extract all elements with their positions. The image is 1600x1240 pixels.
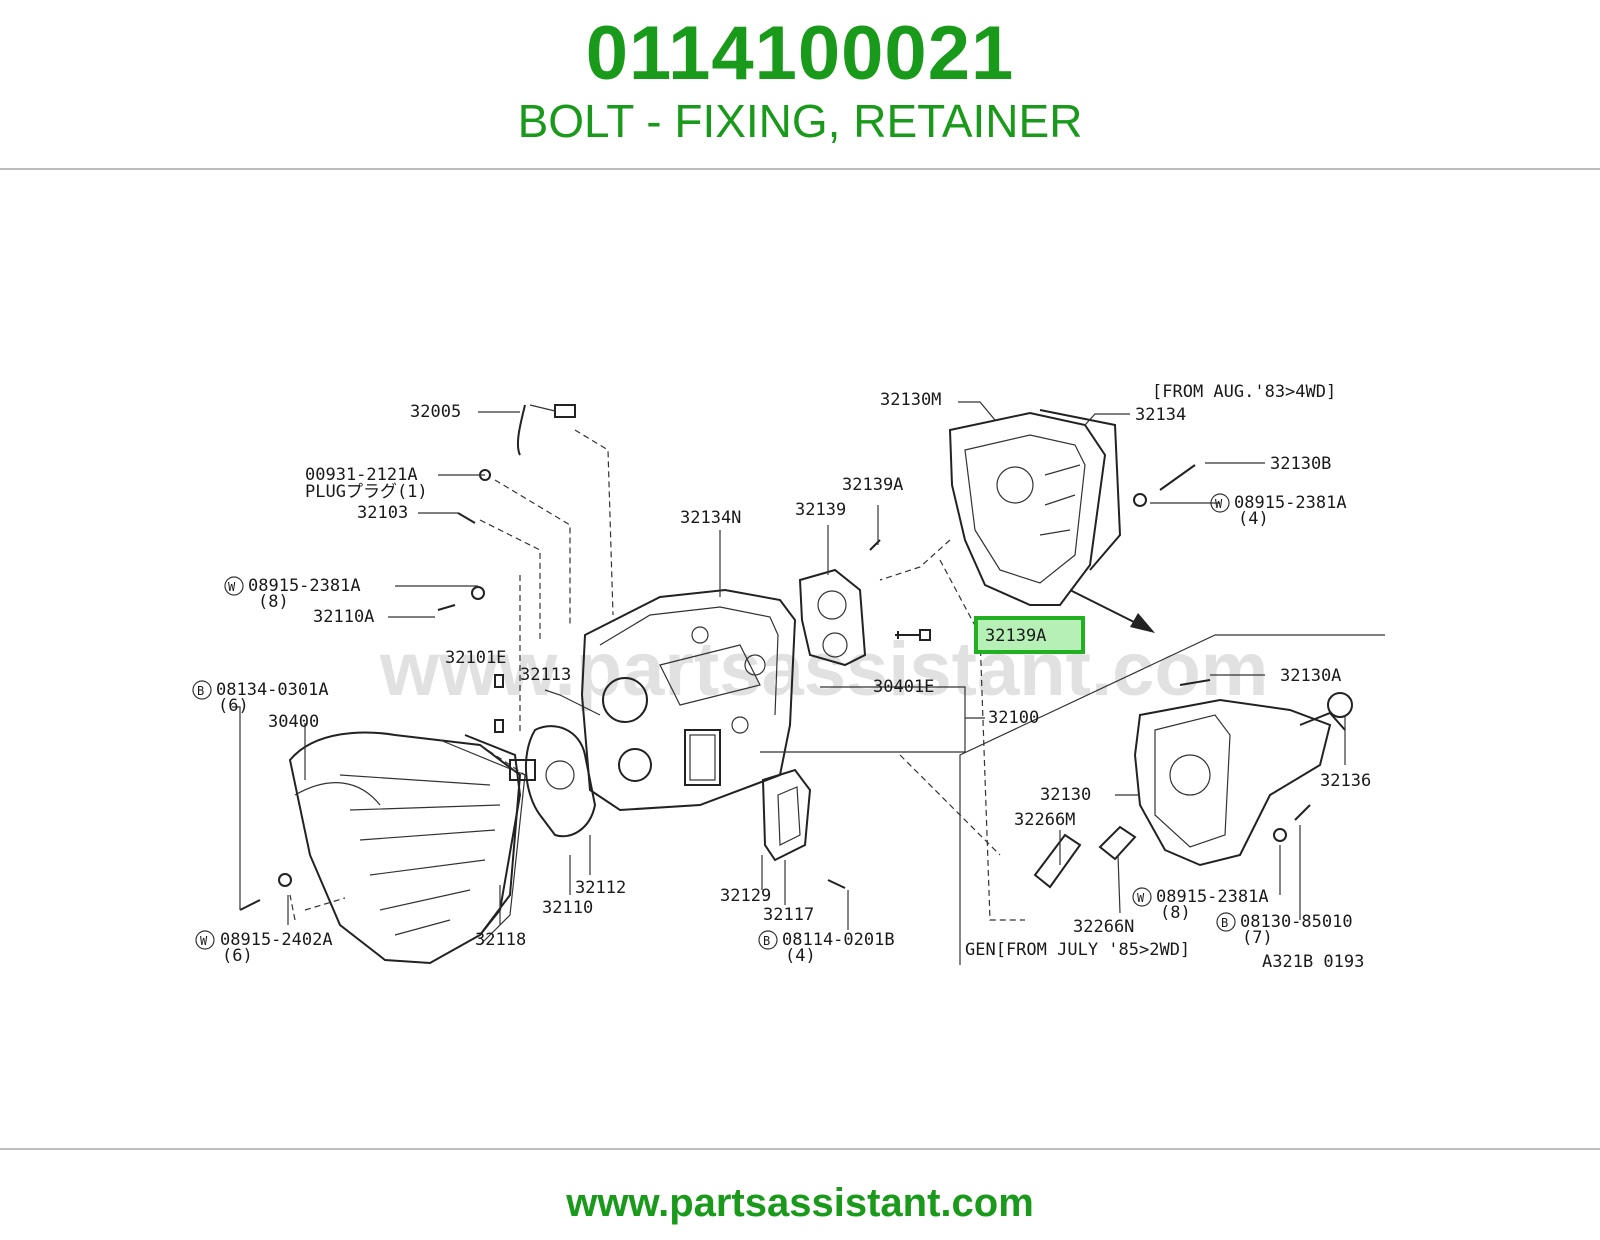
- part-number-title: 0114100021: [585, 11, 1015, 96]
- exploded-view-svg: www.partsassistant.com: [180, 335, 1420, 1010]
- page-header: 0114100021 BOLT - FIXING, RETAINER: [0, 0, 1600, 170]
- label-32266n: 32266N: [1073, 917, 1134, 937]
- label-32130a: 32130A: [1280, 666, 1341, 686]
- ref-code: A321B 0193: [1262, 952, 1364, 972]
- label-08114-0201b: 08114-0201B: [782, 930, 895, 950]
- label-08915-2381a-4: 08915-2381A: [1234, 493, 1347, 513]
- label-32117: 32117: [763, 905, 814, 925]
- transmission-case-part: [580, 588, 797, 812]
- label-32113: 32113: [520, 665, 571, 685]
- label-32139a-top: 32139A: [842, 475, 903, 495]
- leader-lines: [232, 401, 1346, 930]
- label-32100: 32100: [988, 708, 1039, 728]
- header-divider: [0, 168, 1600, 170]
- bolt-symbol: [192, 680, 212, 700]
- sleeve-parts: [1033, 825, 1137, 889]
- note-from-aug-83: [FROM AUG.'83>4WD]: [1152, 382, 1336, 402]
- svg-text:B: B: [1221, 916, 1228, 930]
- label-32110: 32110: [542, 898, 593, 918]
- label-qty-4: (4): [1238, 509, 1269, 529]
- svg-text:B: B: [197, 684, 204, 698]
- direction-arrow-head: [1130, 613, 1155, 633]
- svg-text:W: W: [1215, 497, 1223, 511]
- label-08130-85010: 08130-85010: [1240, 912, 1353, 932]
- label-qty-6: (6): [222, 946, 253, 966]
- label-qty-6-b: (6): [218, 696, 249, 716]
- part-labels: 32005 00931-2121A PLUGプラグ(1) 32103 W 089…: [192, 382, 1371, 972]
- bolt-32139a-part: [895, 629, 931, 641]
- label-00931-2121a: 00931-2121A: [305, 465, 418, 485]
- label-32139: 32139: [795, 500, 846, 520]
- label-32130m: 32130M: [880, 390, 941, 410]
- adapter-case-upper-part: [948, 409, 1122, 606]
- footer-divider: [0, 1148, 1600, 1150]
- direction-arrow-line: [1069, 589, 1141, 626]
- footer-website-link[interactable]: www.partsassistant.com: [566, 1181, 1034, 1225]
- label-32266m: 32266M: [1014, 810, 1075, 830]
- highlight-box: [974, 616, 1085, 654]
- adapter-case-lower-part: [1133, 692, 1353, 867]
- label-08915-2381a-8b: 08915-2381A: [1156, 887, 1269, 907]
- label-08915-2402a: 08915-2402A: [220, 930, 333, 950]
- label-30401e: 30401E: [873, 677, 934, 697]
- label-30400: 30400: [268, 712, 319, 732]
- label-32112: 32112: [575, 878, 626, 898]
- washer-symbol: [224, 576, 244, 596]
- section-outline: [959, 634, 1385, 965]
- label-32103: 32103: [357, 503, 408, 523]
- label-32136: 32136: [1320, 771, 1371, 791]
- cover-plate-part: [761, 768, 812, 862]
- label-32129: 32129: [720, 886, 771, 906]
- gasket-32118-part: [464, 734, 522, 936]
- svg-text:B: B: [763, 934, 770, 948]
- svg-text:W: W: [228, 580, 236, 594]
- label-32130b: 32130B: [1270, 454, 1331, 474]
- label-32139a-highlighted[interactable]: 32139A: [985, 626, 1046, 646]
- retainer-part: [509, 725, 597, 838]
- parts-diagram: www.partsassistant.com: [180, 335, 1420, 1010]
- label-plug: PLUGプラグ(1): [305, 482, 428, 502]
- svg-text:W: W: [200, 934, 208, 948]
- assembly-lines: [289, 429, 1025, 921]
- label-32134: 32134: [1135, 405, 1186, 425]
- label-32110a: 32110A: [313, 607, 374, 627]
- svg-text:W: W: [1137, 891, 1145, 905]
- label-32005: 32005: [410, 402, 461, 422]
- gasket-32139-part: [798, 568, 867, 667]
- label-32130: 32130: [1040, 785, 1091, 805]
- part-description: BOLT - FIXING, RETAINER: [517, 95, 1083, 147]
- label-qty-7: (7): [1242, 928, 1273, 948]
- note-gen-from-july-85: GEN[FROM JULY '85>2WD]: [965, 940, 1190, 960]
- label-32134n: 32134N: [680, 508, 741, 528]
- sensor-32005-part: [516, 404, 576, 456]
- label-32101e: 32101E: [445, 648, 506, 668]
- label-08134-0301a: 08134-0301A: [216, 680, 329, 700]
- label-08915-2381a-8: 08915-2381A: [248, 576, 361, 596]
- label-qty-8b: (8): [1160, 903, 1191, 923]
- label-qty-4-b: (4): [785, 946, 816, 966]
- label-32118: 32118: [475, 930, 526, 950]
- label-qty-8: (8): [258, 592, 289, 612]
- fastener-parts: [239, 464, 1311, 911]
